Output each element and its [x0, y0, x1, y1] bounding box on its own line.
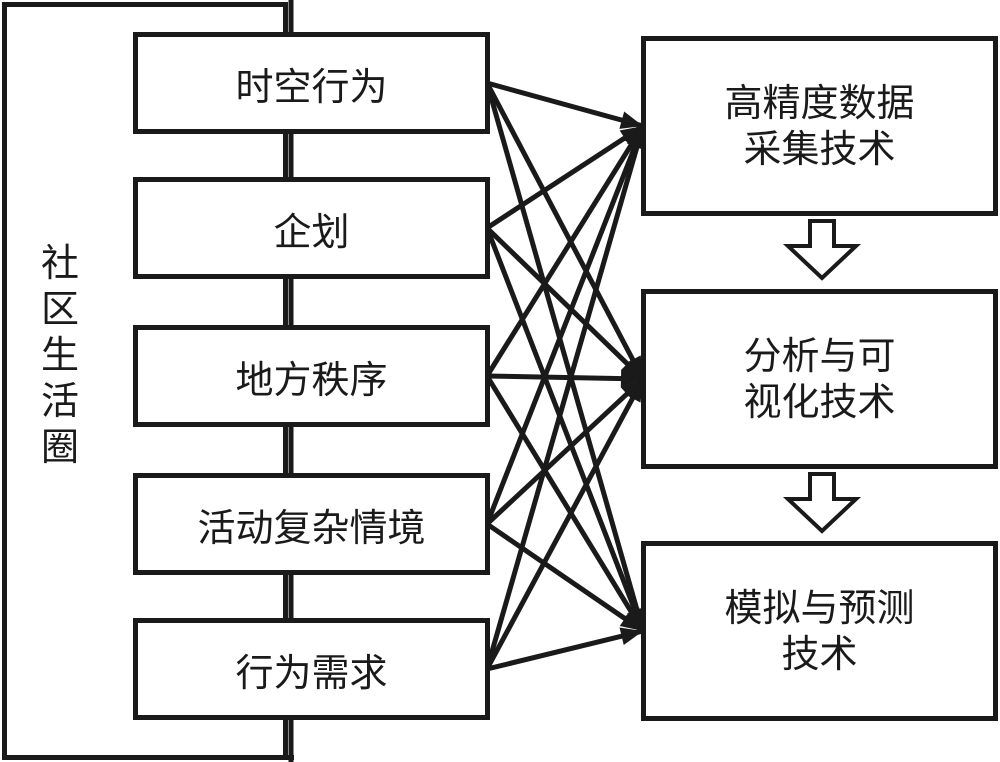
node-label: 地方秩序: [235, 357, 388, 402]
edge-L5-R1: [484, 125, 646, 670]
node-spatiotemporal-behavior: 时空行为: [133, 32, 490, 134]
community-life-circle-label: 社 区 生 活 圈: [36, 240, 84, 470]
edge-L2-R1: [485, 123, 645, 231]
edge-L4-R1: [484, 125, 646, 525]
edge-L3-R2: [486, 373, 644, 382]
node-data-collection-tech: 高精度数据 采集技术: [641, 36, 998, 216]
node-behavioral-demand: 行为需求: [133, 618, 490, 720]
node-label-line: 分析与可: [743, 334, 896, 378]
edge-L3-R3: [484, 374, 646, 633]
edge-L4-R3: [485, 521, 645, 634]
edge-L1-R2: [484, 81, 646, 381]
node-label-line: 技术: [781, 632, 858, 676]
label-char: 区: [40, 287, 79, 331]
node-label-line: 模拟与预测: [724, 586, 915, 630]
edge-L1-R3: [484, 82, 646, 632]
edge-L5-R2: [484, 377, 646, 671]
label-char: 社: [40, 241, 79, 285]
node-label: 时空行为: [235, 64, 388, 109]
arrowhead-icon: [620, 357, 643, 379]
node-label-line: 高精度数据: [724, 81, 915, 125]
node-label: 企划: [273, 209, 350, 254]
node-label-line: 视化技术: [743, 380, 896, 424]
arrowhead-icon: [619, 611, 643, 631]
label-char: 生: [40, 333, 79, 377]
node-complex-activity-context: 活动复杂情境: [133, 473, 490, 575]
arrowhead-icon: [619, 627, 643, 645]
flow-arrow-down-icon: [782, 219, 862, 281]
node-analysis-visualization-tech: 分析与可 视化技术: [641, 289, 998, 469]
edge-L1-R1: [486, 80, 644, 129]
node-simulation-prediction-tech: 模拟与预测 技术: [641, 541, 998, 721]
arrowhead-icon: [624, 379, 643, 403]
edge-L3-R1: [484, 124, 646, 378]
flow-arrow-down-icon: [782, 472, 862, 534]
node-label: 活动复杂情境: [197, 505, 426, 550]
edge-L5-R3: [486, 628, 644, 672]
node-label: 行为需求: [235, 650, 388, 695]
edge-L2-R3: [484, 227, 646, 632]
label-char: 活: [40, 379, 79, 423]
node-place-order: 地方秩序: [133, 325, 490, 427]
frame-bottom-edge: [2, 755, 294, 760]
node-label-line: 采集技术: [743, 127, 896, 171]
arrowhead-icon: [620, 369, 643, 388]
edge-L2-R2: [485, 226, 645, 381]
label-char: 圈: [40, 425, 79, 469]
edge-L4-R2: [485, 377, 645, 526]
node-planning: 企划: [133, 177, 490, 279]
arrowhead-icon: [619, 111, 643, 129]
